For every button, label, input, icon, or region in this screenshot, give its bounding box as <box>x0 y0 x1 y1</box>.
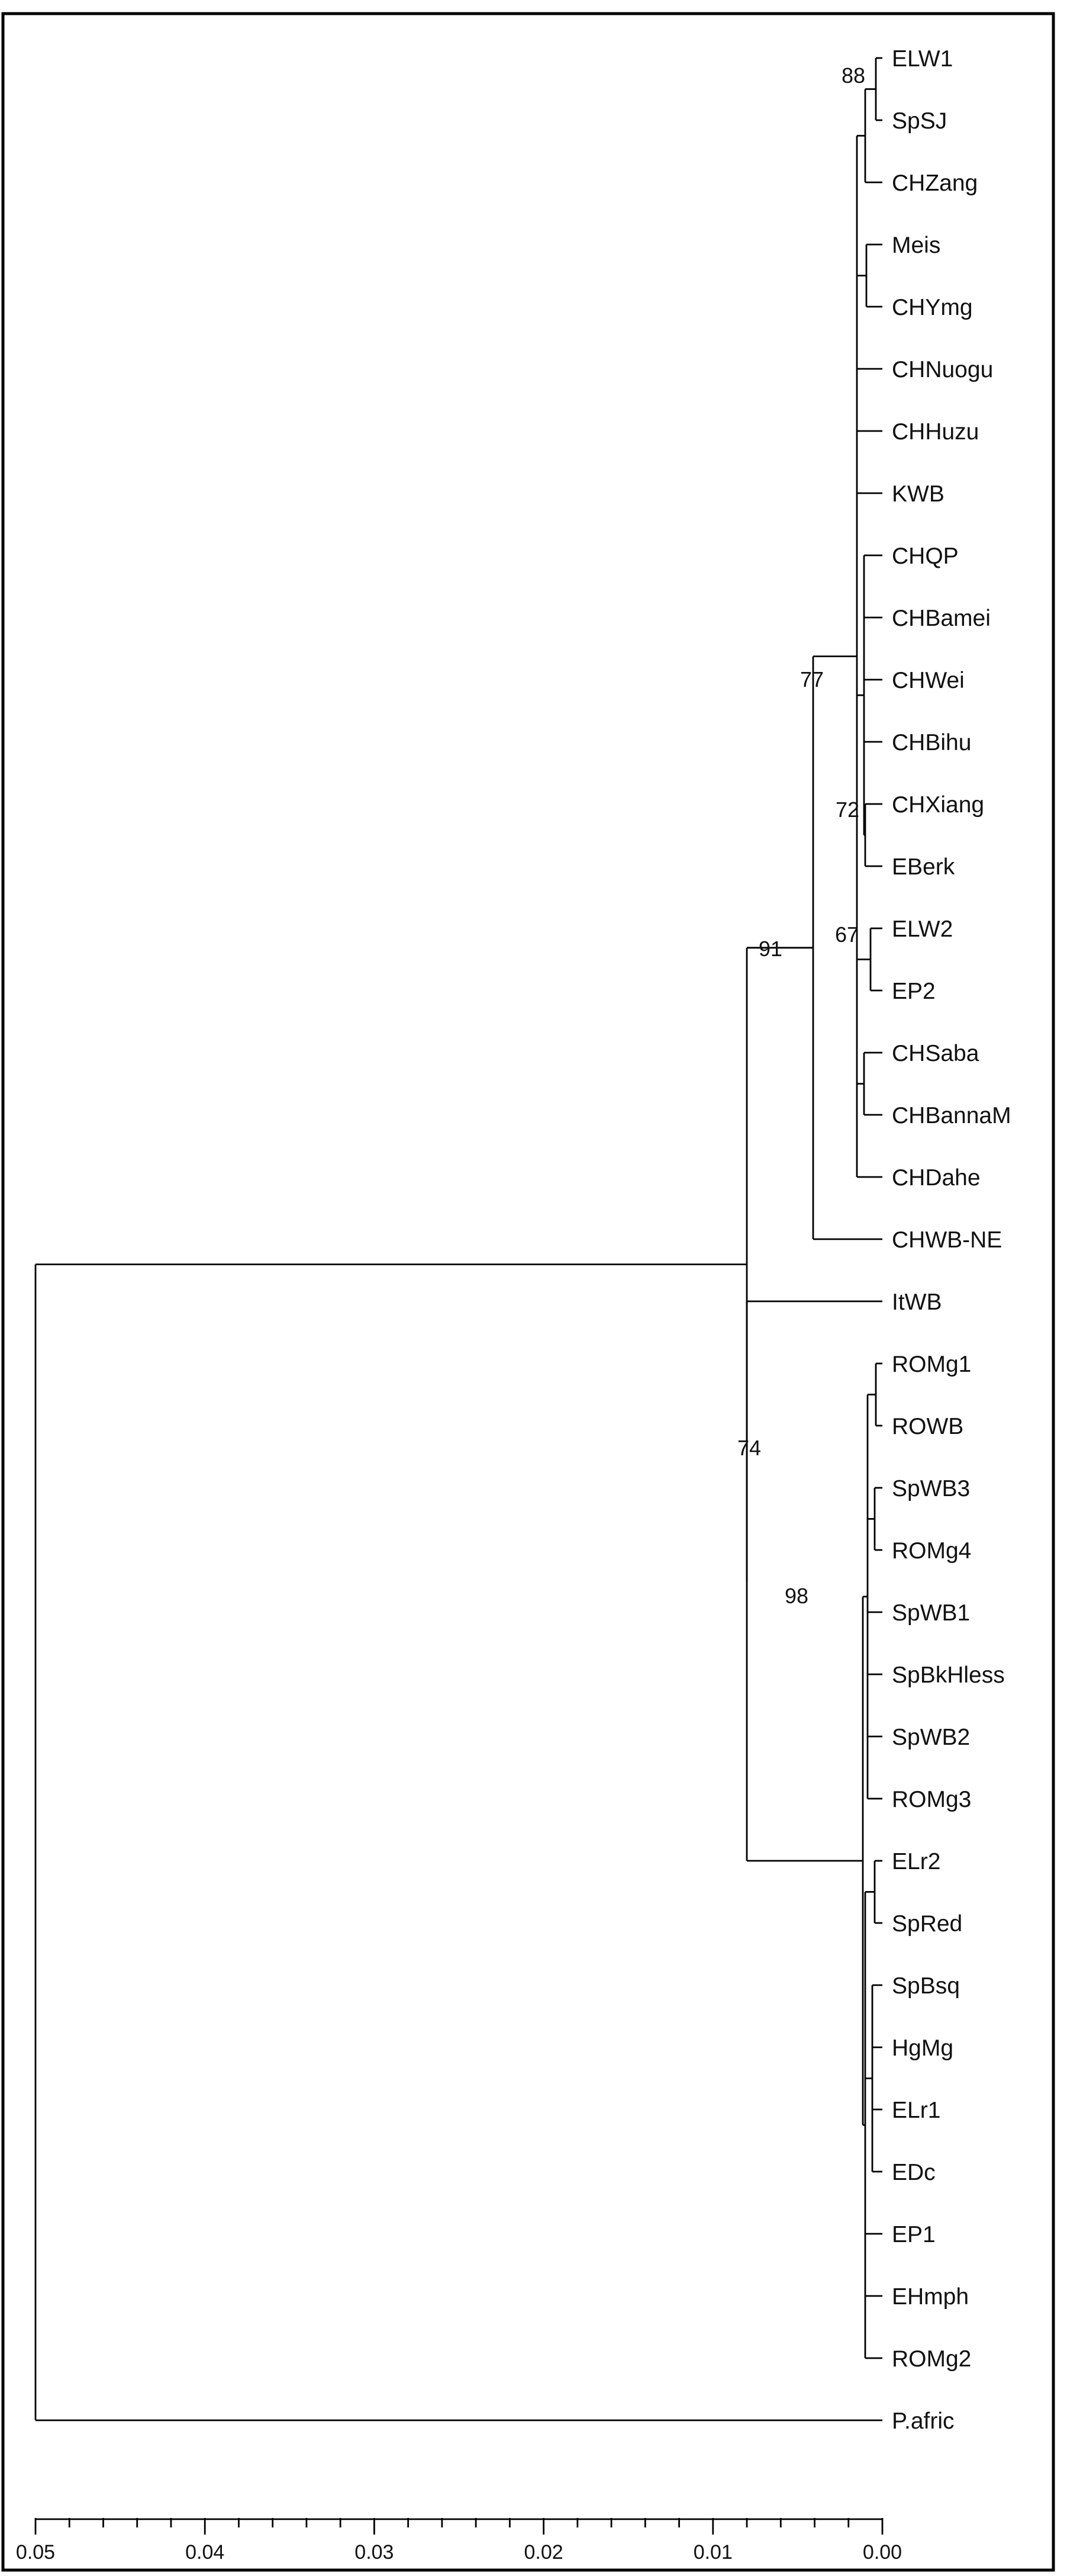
taxon-label: EHmph <box>892 2284 969 2310</box>
taxon-label: CHSaba <box>892 1041 979 1066</box>
axis-tick-label: 0.01 <box>694 2541 733 2564</box>
bootstrap-labels: 88 77 72 67 91 74 98 <box>737 63 865 1608</box>
axis-tick-label: 0.03 <box>354 2541 394 2564</box>
taxon-label: P.afric <box>892 2408 955 2434</box>
taxon-label: ROMg2 <box>892 2346 971 2372</box>
taxon-label: ELW2 <box>892 916 953 942</box>
bootstrap-value: 67 <box>835 922 859 947</box>
taxon-label: CHBihu <box>892 730 971 755</box>
bootstrap-value: 72 <box>836 797 859 822</box>
taxon-label: CHWei <box>892 668 965 693</box>
taxon-label: SpWB2 <box>892 1725 970 1750</box>
axis-tick-label: 0.05 <box>16 2541 55 2564</box>
taxon-label: SpSJ <box>892 108 947 134</box>
taxon-label: ELr2 <box>892 1849 940 1874</box>
taxon-label: CHWB-NE <box>892 1227 1002 1253</box>
bootstrap-value: 98 <box>785 1584 808 1608</box>
taxon-label: ROWB <box>892 1414 963 1439</box>
taxon-label: ELW1 <box>892 46 953 72</box>
taxon-label: Meis <box>892 233 940 258</box>
taxon-label: EP1 <box>892 2222 936 2247</box>
axis-tick-label: 0.02 <box>524 2541 563 2564</box>
bootstrap-value: 88 <box>842 63 865 88</box>
tree-branches <box>34 57 882 2421</box>
taxon-label: CHBannaM <box>892 1103 1011 1128</box>
distance-scale-axis: 0.05 0.04 0.03 0.02 0.01 0.00 <box>16 2518 902 2564</box>
taxon-label: SpRed <box>892 1911 962 1937</box>
taxon-label: ItWB <box>892 1289 942 1315</box>
taxon-label: ROMg1 <box>892 1352 971 1377</box>
taxon-label: SpWB3 <box>892 1476 970 1501</box>
taxon-label: EBerk <box>892 854 955 880</box>
taxon-label: CHXiang <box>892 792 984 818</box>
taxon-label: CHNuogu <box>892 357 993 382</box>
taxon-label: SpWB1 <box>892 1600 970 1626</box>
taxon-label: EP2 <box>892 979 936 1004</box>
axis-tick-label: 0.00 <box>863 2541 902 2564</box>
taxon-label: ROMg3 <box>892 1787 971 1812</box>
taxon-label: ELr1 <box>892 2098 940 2123</box>
axis-tick-label: 0.04 <box>185 2541 224 2564</box>
taxon-label: HgMg <box>892 2035 953 2061</box>
figure-frame <box>1 12 1055 2572</box>
taxon-label: CHBamei <box>892 606 991 631</box>
taxon-label: CHZang <box>892 171 978 196</box>
taxon-label: CHYmg <box>892 295 973 320</box>
taxon-label: CHHuzu <box>892 419 979 445</box>
bootstrap-value: 91 <box>759 937 782 961</box>
taxon-label: EDc <box>892 2160 936 2185</box>
taxon-label: SpBkHless <box>892 1662 1005 1688</box>
taxon-label: CHDahe <box>892 1165 981 1191</box>
bootstrap-value: 77 <box>800 667 824 692</box>
bootstrap-value: 74 <box>737 1436 761 1460</box>
taxon-label: SpBsq <box>892 1973 960 1999</box>
taxon-label: KWB <box>892 481 944 507</box>
taxon-label: CHQP <box>892 543 959 569</box>
taxon-label: ROMg4 <box>892 1538 971 1564</box>
